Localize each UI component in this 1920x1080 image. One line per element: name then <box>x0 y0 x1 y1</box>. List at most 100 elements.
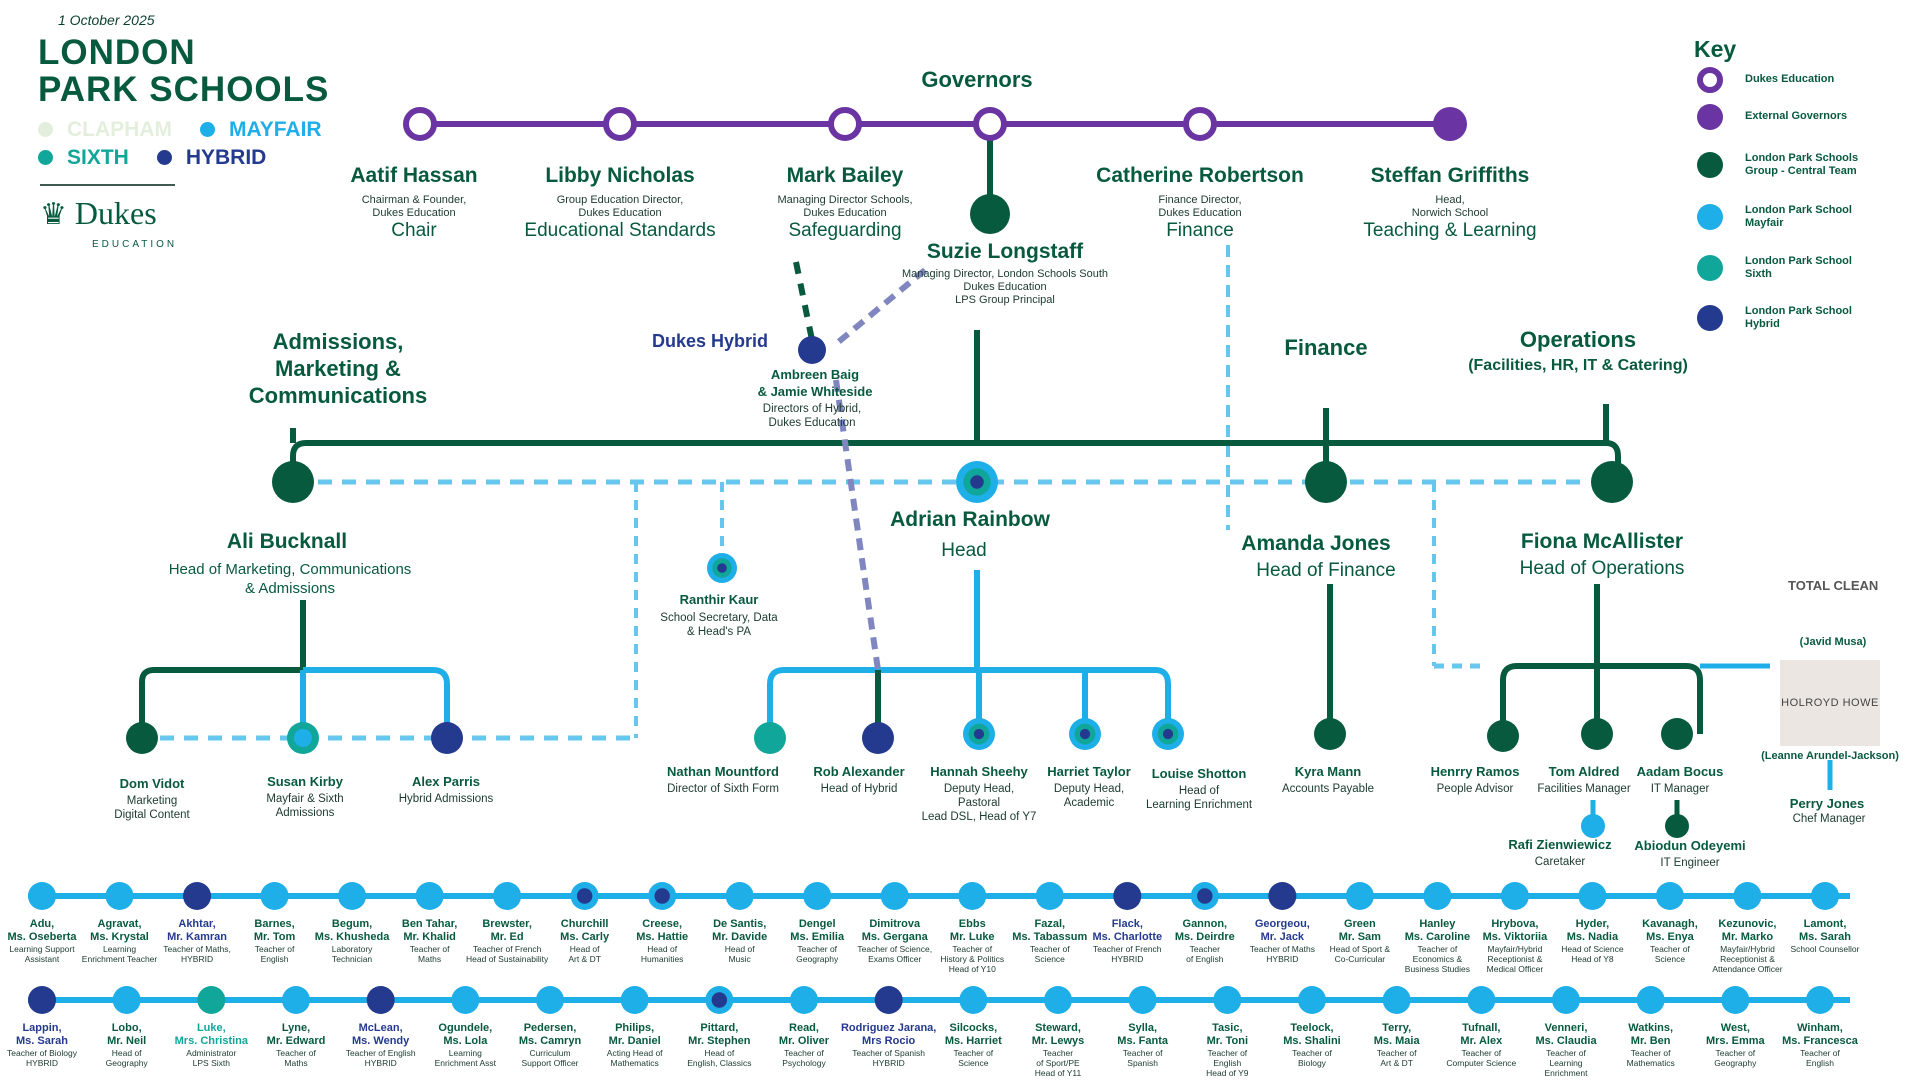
staff-role: Head of Geography <box>105 1048 148 1068</box>
staff-node <box>451 986 480 1014</box>
staff-name: Terry, Ms. Maia <box>1373 1022 1420 1047</box>
staff-name: Silcocks, Ms. Harriet <box>944 1022 1002 1047</box>
principal-role-2: Dukes Education <box>963 281 1047 293</box>
dukes-logo-sub: EDUCATION <box>92 239 178 250</box>
staff-role: Teacher of Computer Science <box>1446 1048 1517 1068</box>
staff-role: Teacher of Science <box>953 1048 994 1068</box>
staff-name: Lyne, Mr. Edward <box>266 1022 326 1047</box>
susan-node-inner <box>294 729 312 747</box>
fiona-role: Head of Operations <box>1519 558 1685 579</box>
staff-node <box>1806 986 1834 1014</box>
aadam-node <box>1661 718 1693 750</box>
staff-name: Lamont, Ms. Sarah <box>1799 918 1851 943</box>
hybrid-directors-role-2: Dukes Education <box>768 417 856 429</box>
kyra-node <box>1314 718 1346 750</box>
operations-node <box>1591 461 1633 503</box>
staff-role: Teacher of Psychology <box>782 1048 826 1068</box>
principal-node <box>970 194 1010 234</box>
school-dot-icon <box>38 122 53 137</box>
staff-node <box>958 882 987 910</box>
staff-name: McLean, Ms. Wendy <box>352 1022 410 1047</box>
cleaning-contact: (Javid Musa) <box>1799 636 1867 648</box>
staff-role: Teacher of Maths HYBRID <box>1249 944 1315 964</box>
senior-member-name: Rob Alexander <box>813 764 905 779</box>
key-swatch-hybrid <box>1697 305 1723 331</box>
staff-node <box>1721 986 1750 1014</box>
staff-node <box>620 986 649 1014</box>
staff-node-inner <box>1197 888 1213 904</box>
staff-name: Barnes, Mr. Tom <box>253 918 296 943</box>
staff-role: Teacher of English <box>254 944 295 964</box>
staff-node <box>959 986 988 1014</box>
staff-role: Teacher of Spanish HYBRID <box>852 1048 926 1068</box>
rafi-node <box>1581 814 1605 838</box>
staff-name: Flack, Ms. Charlotte <box>1092 918 1163 943</box>
staff-role: Head of English, Classics <box>687 1048 752 1068</box>
staff-role: Teacher of Economics & Business Studies <box>1404 944 1470 974</box>
rob-node <box>862 722 894 754</box>
school-mayfair: MAYFAIR <box>200 118 336 141</box>
school-label: CLAPHAM <box>67 118 172 141</box>
senior-member-name: Hannah Sheehy <box>930 764 1028 779</box>
admissions-member-role: Marketing Digital Content <box>114 795 190 821</box>
ali-tree-right <box>303 667 450 738</box>
admissions-node <box>272 461 314 503</box>
staff-node <box>1636 986 1665 1014</box>
school-dot-icon <box>156 150 172 165</box>
staff-role: Mayfair/Hybrid Receptionist & Attendance… <box>1712 944 1783 974</box>
dom-node <box>126 722 158 754</box>
staff-role: Teacher of French Head of Sustainability <box>466 944 549 964</box>
staff-node <box>493 882 522 910</box>
finance-member-role: Accounts Payable <box>1281 783 1375 795</box>
staff-name: Tasic, Mr. Toni <box>1206 1022 1249 1047</box>
staff-role: Teacher of Sport/PE Head of Y11 <box>1034 1048 1082 1078</box>
governor-role: Managing Director Schools, Dukes Educati… <box>777 194 913 219</box>
staff-name: Dimitrova Ms. Gergana <box>861 918 928 943</box>
staff-name: Creese, Ms. Hattie <box>636 918 689 943</box>
hybrid-to-rob-dashed <box>833 379 881 671</box>
governor-role: Head, Norwich School <box>1411 194 1489 219</box>
staff-name: Georgeou, Mr. Jack <box>1254 918 1310 943</box>
operations-member-name: Tom Aldred <box>1548 764 1620 779</box>
staff-name: Lobo, Mr. Neil <box>107 1022 147 1047</box>
dukes-hybrid-label: Dukes Hybrid <box>651 331 769 351</box>
staff-name: Dengel Ms. Emilia <box>790 918 845 943</box>
staff-node <box>112 986 141 1014</box>
holroyd-howe-logo: HOLROYD HOWE <box>1780 660 1880 746</box>
staff-role: Teacher of Geography <box>1714 1048 1757 1068</box>
school-dot-icon <box>38 150 53 165</box>
governor-name: Libby Nicholas <box>545 164 695 187</box>
staff-role: Laboratory Technician <box>331 944 373 964</box>
staff-node <box>28 986 56 1014</box>
staff-name: De Santis, Mr. Davide <box>712 918 768 943</box>
operations-member-role: IT Engineer <box>1660 857 1720 869</box>
staff-role: Teacher of Mathematics <box>1626 1048 1675 1068</box>
staff-role: Teacher of Learning Enrichment <box>1544 1048 1588 1078</box>
staff-name: Adu, Ms. Oseberta <box>7 918 77 943</box>
staff-name: Pedersen, Ms. Camryn <box>518 1022 582 1047</box>
staff-node <box>1345 882 1374 910</box>
key-title: Key <box>1694 36 1737 62</box>
staff-node <box>1298 986 1326 1014</box>
staff-role: Teacher of English HYBRID <box>345 1048 416 1068</box>
operations-member-name: Abiodun Odeyemi <box>1634 838 1746 853</box>
chef-role: Chef Manager <box>1792 813 1866 825</box>
section-admissions: Admissions, Marketing & Communications <box>248 329 428 408</box>
staff-name: Winham, Ms. Francesca <box>1782 1022 1858 1047</box>
staff-name: Kezunovic, Mr. Marko <box>1718 918 1777 943</box>
school-hybrid: HYBRID <box>156 146 281 169</box>
hybrid-directors-role-1: Directors of Hybrid, <box>762 403 862 415</box>
